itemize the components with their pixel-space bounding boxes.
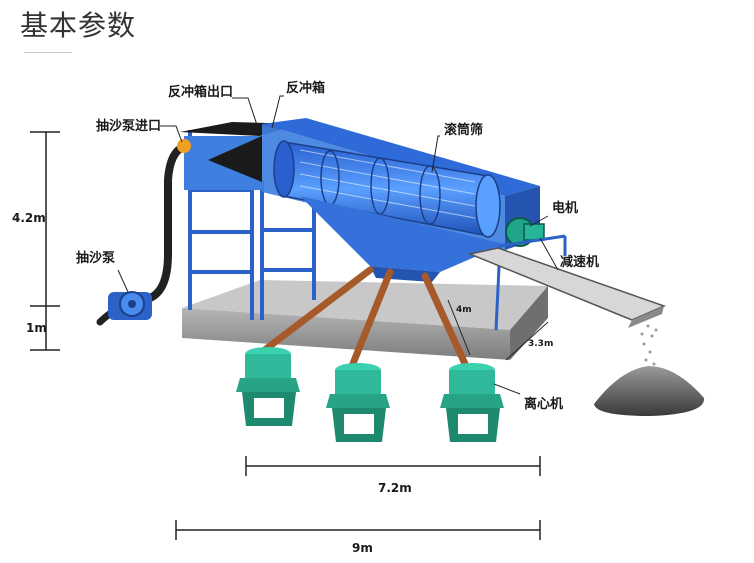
dim-height-base: 1m [26, 321, 47, 335]
label-reducer: 减速机 [560, 254, 599, 270]
label-centrifuge: 离心机 [524, 396, 563, 412]
leader-lines [117, 95, 559, 395]
label-sand-pump: 抽沙泵 [76, 250, 115, 266]
label-backflush-box: 反冲箱 [286, 80, 325, 96]
sand-pile [594, 366, 705, 416]
dim-height-upper: 4.2m [12, 211, 46, 225]
centrifuge-legs [258, 266, 470, 370]
label-pump-inlet: 抽沙泵进口 [96, 118, 161, 134]
dim-total-length: 9m [352, 541, 373, 555]
dim-centrifuge-span: 7.2m [378, 481, 412, 495]
discharge-chute [467, 247, 667, 328]
centrifuge-1 [236, 347, 300, 426]
label-backflush-outlet: 反冲箱出口 [168, 84, 233, 100]
dim-leg-length: 4m [456, 305, 472, 315]
drum-screen [273, 140, 501, 238]
title-underline [24, 52, 72, 53]
centrifuge-3 [440, 363, 504, 442]
motor [505, 217, 545, 247]
dim-base-width: 3.3m [528, 339, 553, 349]
dimension-lines [30, 131, 549, 540]
label-drum-screen: 滚筒筛 [444, 122, 483, 138]
base-platform [182, 280, 548, 360]
label-motor: 电机 [552, 200, 578, 216]
falling-sand [640, 324, 658, 366]
page-title: 基本参数 [20, 9, 137, 42]
sand-pump [108, 291, 152, 320]
centrifuge-2 [326, 363, 390, 442]
